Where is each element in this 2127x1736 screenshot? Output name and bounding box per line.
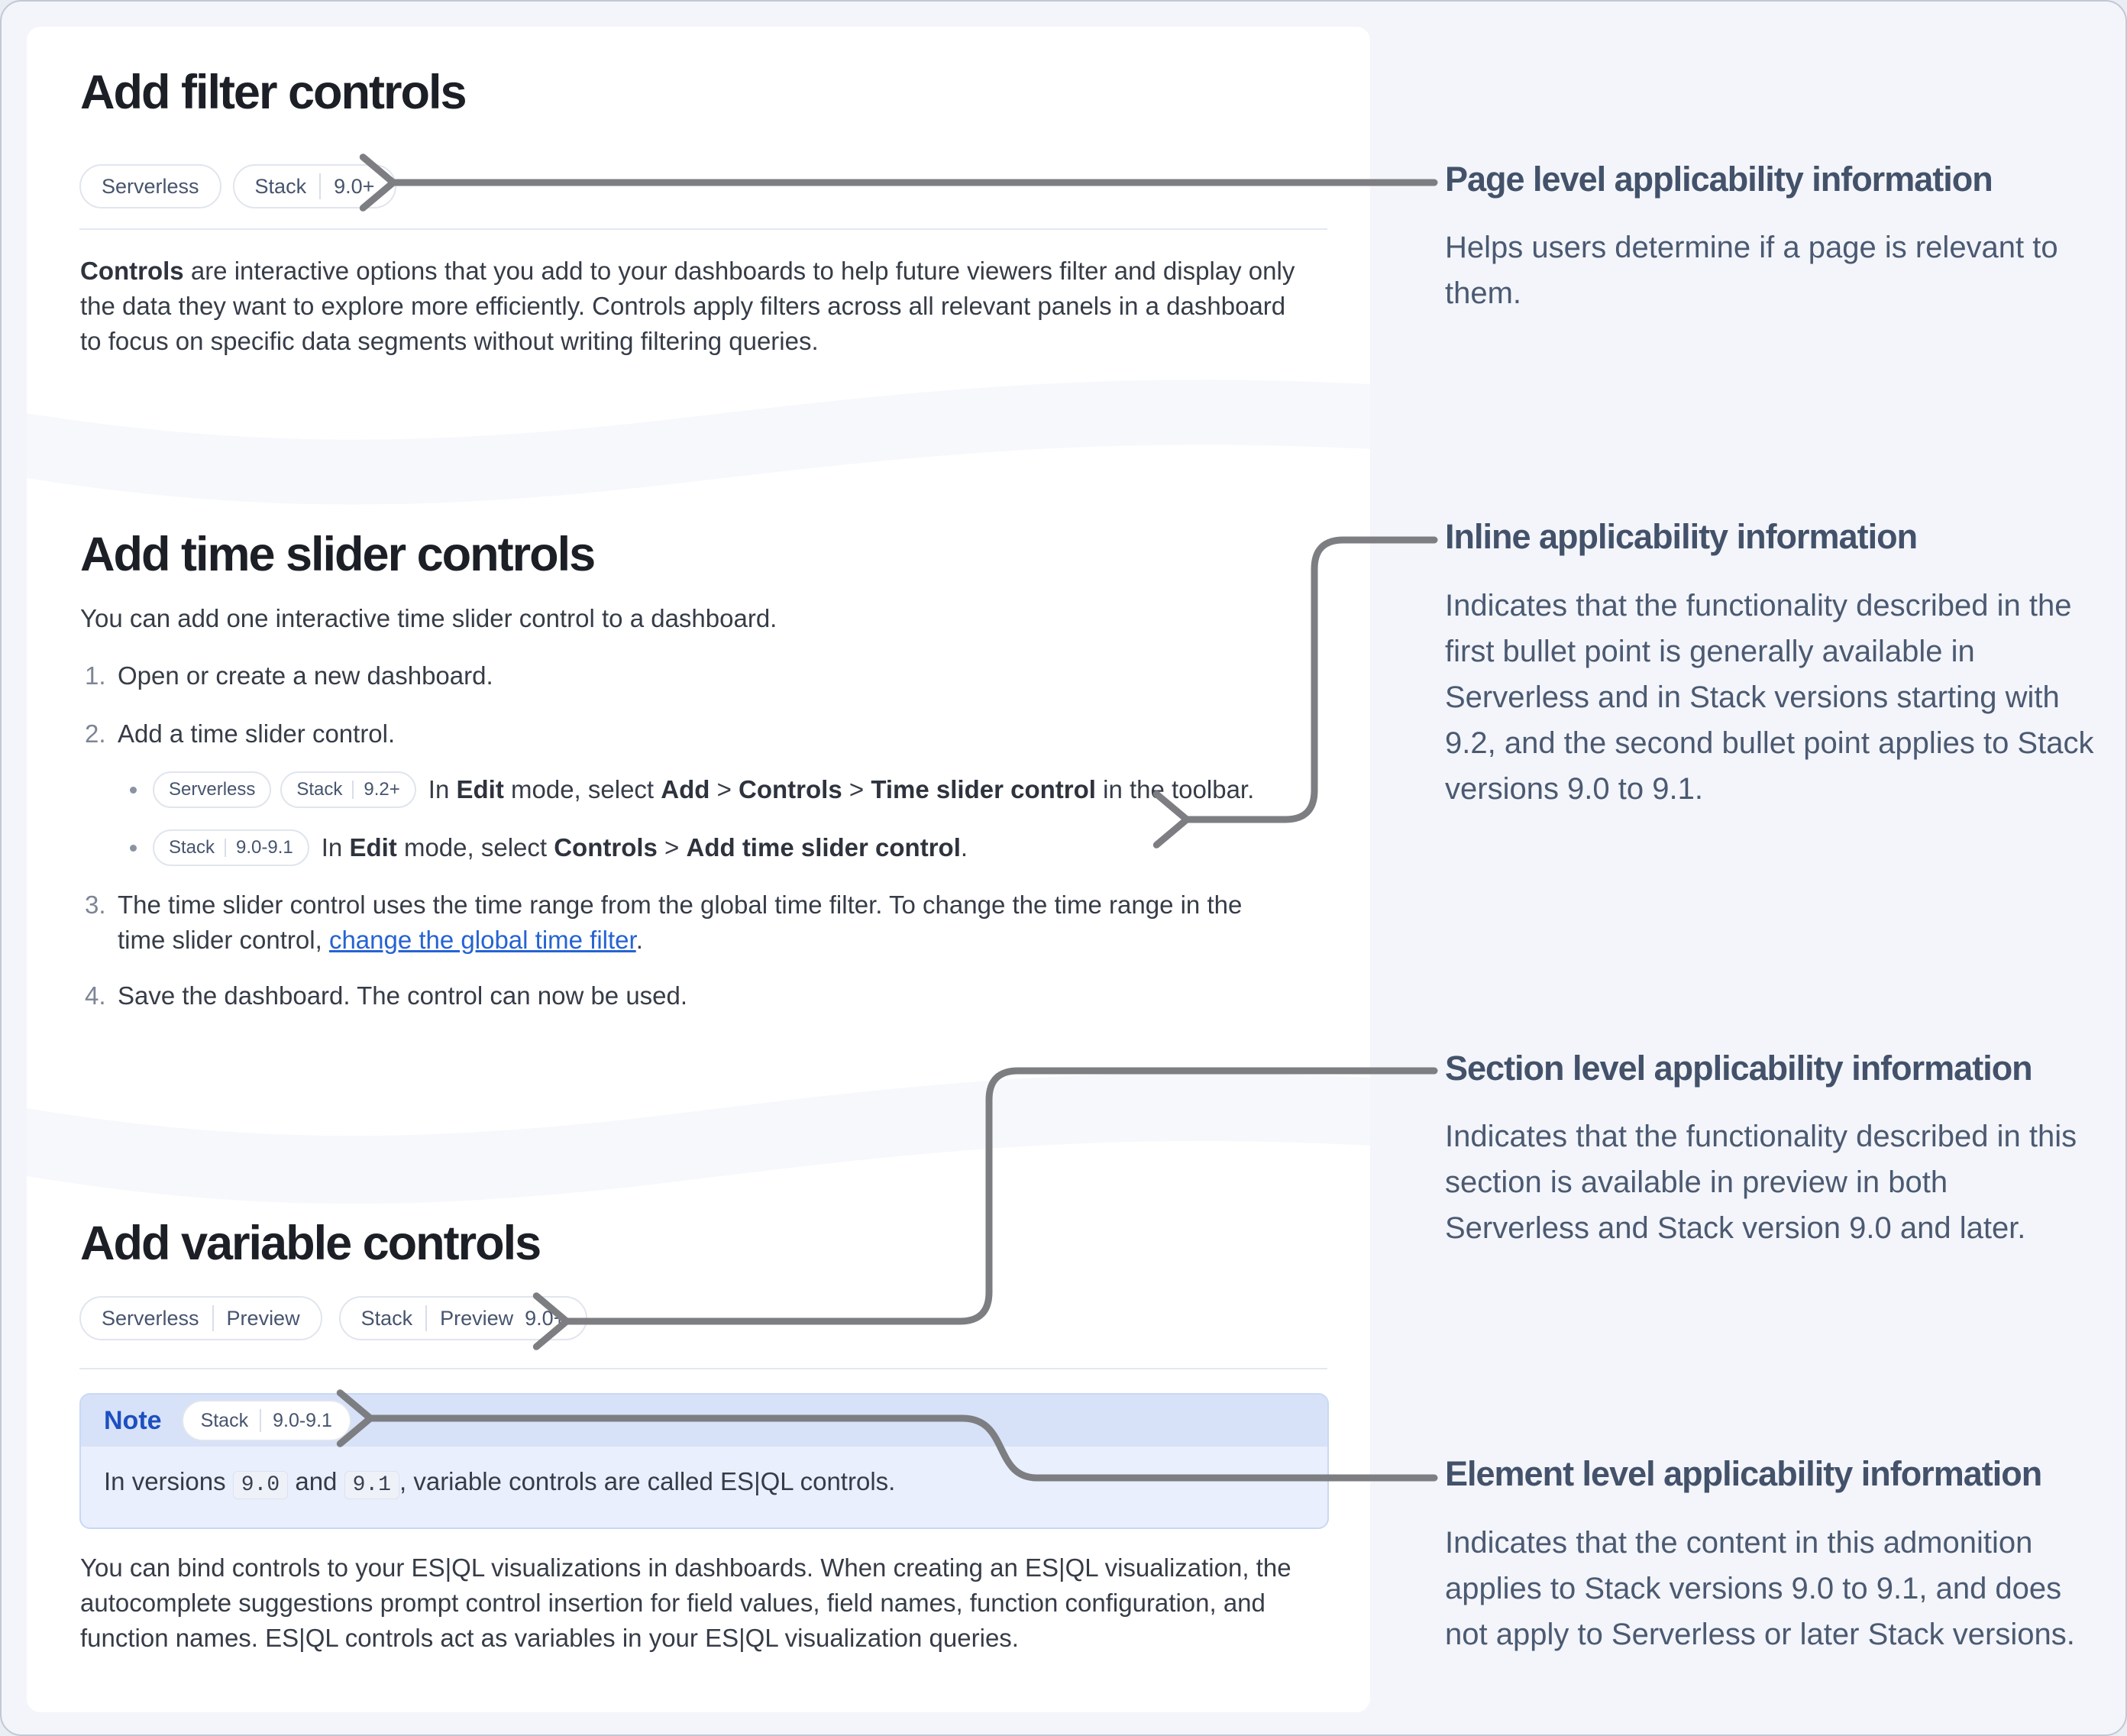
list-number: 4. (85, 981, 106, 1010)
list-item: 1. Open or create a new dashboard. (85, 658, 493, 693)
divider (79, 1368, 1327, 1369)
inline-applicability-badges: Stack 9.0-9.1 (153, 829, 309, 866)
badge-text: Stack (169, 837, 215, 858)
annotation-body-section-level: Indicates that the functionality describ… (1445, 1120, 2077, 1245)
bold-text: Controls (739, 775, 842, 803)
element-applicability-badges: Stack 9.0-9.1 (181, 1400, 351, 1441)
wave-divider (27, 1072, 1370, 1204)
annotation-body-inline: Indicates that the functionality describ… (1445, 589, 2094, 806)
list-item-text: The time slider control uses the time ra… (118, 891, 1243, 954)
badge-text: Stack (360, 1306, 413, 1330)
wave-divider (27, 380, 1370, 505)
list-item-text: Save the dashboard. The control can now … (118, 981, 688, 1010)
badge-text: 9.0-9.1 (236, 837, 293, 858)
badge-text: 9.0-9.1 (273, 1409, 332, 1431)
closing-paragraph: You can bind controls to your ES|QL visu… (80, 1553, 1291, 1652)
list-item-text: In Edit mode, select Controls > Add time… (321, 833, 968, 862)
bold-text: Add time slider control (686, 833, 961, 862)
badge-text: Preview 9.0+ (440, 1306, 566, 1330)
divider (79, 228, 1327, 230)
badge-text: Stack (200, 1409, 249, 1431)
list-item-text: Open or create a new dashboard. (118, 661, 493, 690)
bold-text: Add (661, 775, 710, 803)
list-number: 1. (85, 661, 106, 690)
badge-divider (319, 173, 322, 199)
badge-text: Serverless (169, 779, 256, 800)
list-item: Stack 9.0-9.1 In Edit mode, select Contro… (130, 829, 968, 866)
annotation-title-page-level: Page level applicability information (1445, 160, 1993, 199)
bullet-icon (130, 786, 137, 794)
applicability-badge: Stack 9.0-9.1 (181, 1400, 351, 1441)
badge-text: Stack (296, 779, 343, 800)
page-applicability-badges: Serverless Stack 9.0+ (79, 164, 397, 209)
badge-divider (352, 781, 354, 799)
list-item: Serverless Stack 9.2+ In Edit mode, select… (130, 771, 1254, 808)
section-intro: You can add one interactive time slider … (80, 604, 777, 632)
badge-text: 9.2+ (364, 779, 400, 800)
note-body-text: In versions 9.0 and 9.1, variable contro… (81, 1447, 1327, 1518)
annotation-body-page-level: Helps users determine if a page is relev… (1445, 231, 2058, 310)
badge-text: 9.0+ (334, 174, 375, 198)
applicability-badge: Serverless Preview (79, 1296, 322, 1340)
applicability-badge: Serverless (153, 771, 272, 808)
intro-paragraph: Controls are interactive options that yo… (80, 257, 1295, 355)
bold-text: Time slider control (871, 775, 1096, 803)
section-title-variable-controls: Add variable controls (80, 1217, 541, 1270)
bullet-icon (130, 844, 137, 852)
applicability-badge: Serverless (79, 164, 221, 209)
code-chip: 9.0 (232, 1471, 289, 1499)
section-applicability-badges: Serverless Preview Stack Preview 9.0+ (79, 1296, 588, 1340)
code-chip: 9.1 (344, 1471, 399, 1499)
bold-text: Edit (349, 833, 397, 862)
list-number: 3. (85, 891, 106, 919)
badge-text: Serverless (102, 174, 199, 198)
list-item: 3. The time slider control uses the time… (85, 887, 1314, 958)
badge-divider (212, 1305, 214, 1331)
inline-applicability-badges: Serverless Stack 9.2+ (153, 771, 416, 808)
section-title-time-slider: Add time slider controls (80, 528, 596, 581)
page-title: Add filter controls (80, 66, 467, 119)
badge-divider (225, 839, 227, 857)
list-item-text: Add a time slider control. (118, 719, 396, 748)
list-number: 2. (85, 719, 106, 748)
applicability-badge: Stack Preview 9.0+ (338, 1296, 588, 1340)
applicability-badge: Stack 9.0+ (232, 164, 397, 209)
annotation-title-element-level: Element level applicability information (1445, 1454, 2042, 1493)
annotation-title-section-level: Section level applicability information (1445, 1049, 2033, 1088)
annotation-title-inline: Inline applicability information (1445, 517, 1918, 556)
bold-text: Edit (456, 775, 504, 803)
badge-divider (260, 1409, 262, 1432)
list-item-text: In Edit mode, select Add > Controls > Ti… (428, 775, 1255, 803)
applicability-badge: Stack 9.0-9.1 (153, 829, 309, 866)
list-item: 4. Save the dashboard. The control can n… (85, 978, 687, 1013)
note-label: Note (104, 1405, 162, 1435)
bold-text: Controls (80, 257, 184, 285)
list-item: 2. Add a time slider control. (85, 716, 395, 752)
badge-text: Serverless (102, 1306, 199, 1330)
note-header: Note Stack 9.0-9.1 (81, 1395, 1327, 1447)
inline-link[interactable]: change the global time filter (328, 926, 636, 954)
badge-divider (425, 1305, 428, 1331)
applicability-badge: Stack 9.2+ (280, 771, 416, 808)
annotation-body-element-level: Indicates that the content in this admon… (1445, 1526, 2075, 1651)
note-admonition: Note Stack 9.0-9.1 In versions 9.0 and 9.… (79, 1393, 1329, 1529)
bold-text: Controls (554, 833, 658, 862)
badge-text: Stack (254, 174, 307, 198)
badge-text: Preview (226, 1306, 300, 1330)
